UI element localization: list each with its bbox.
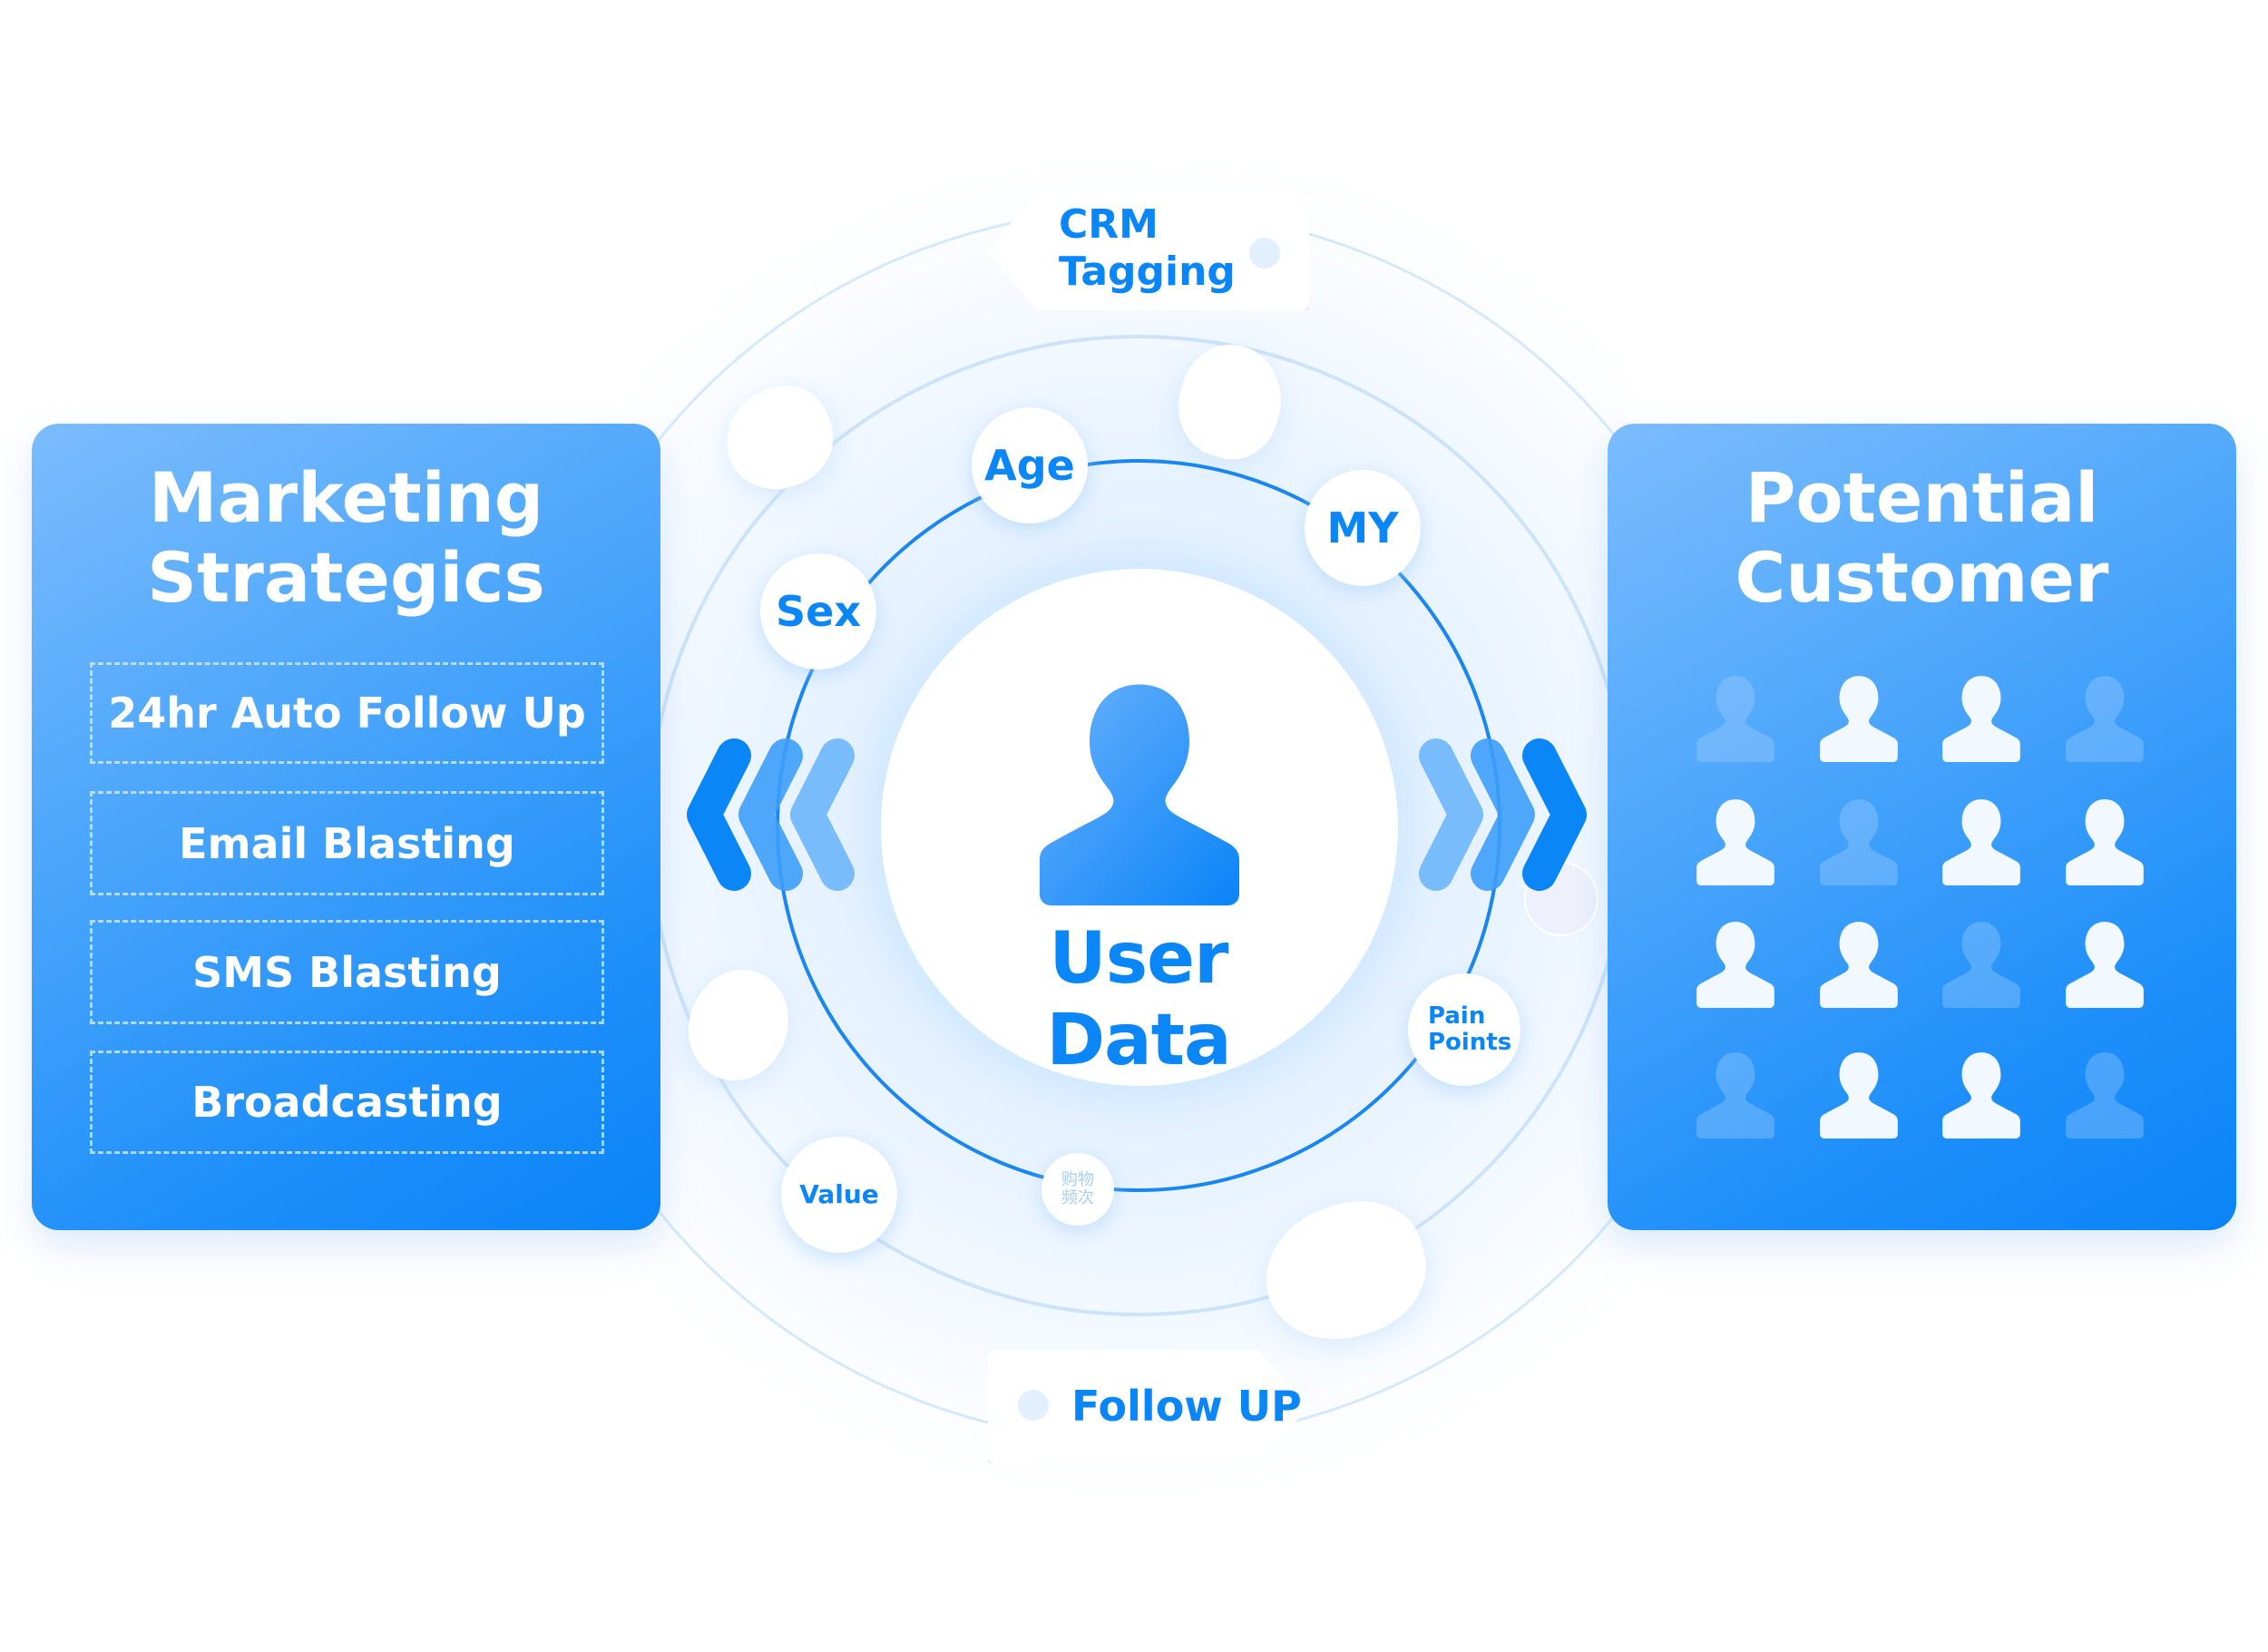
crm-tag-line2: Tagging	[1059, 249, 1236, 295]
marketing-strategics-panel	[32, 424, 660, 1230]
title-line-2: Customer	[1735, 537, 2109, 618]
bubble-my-label: MY	[1326, 503, 1399, 552]
user-data-label: User Data	[1046, 918, 1231, 1081]
chevrons-right-icon	[1419, 738, 1587, 891]
strategy-item-auto-follow-up[interactable]: 24hr Auto Follow Up	[90, 662, 604, 764]
person-icon-faded	[1696, 676, 1774, 762]
bubble-value: Value	[781, 1137, 897, 1253]
person-icon	[1696, 799, 1774, 885]
potential-customer-panel	[1608, 424, 2236, 1230]
person-icon-faded	[2066, 1052, 2144, 1139]
strategy-item-label: SMS Blasting	[192, 947, 502, 997]
bubble-shopping-label-1: 购物	[1061, 1170, 1094, 1190]
person-icon-faded	[1696, 1052, 1774, 1139]
person-icon	[2066, 922, 2144, 1008]
bubble-sex-label: Sex	[776, 586, 861, 636]
crm-tagging-label: CRM Tagging	[1059, 201, 1236, 296]
person-icon-faded	[1942, 922, 2020, 1008]
marketing-strategics-title: Marketing Strategics	[32, 458, 660, 618]
title-line-2: Strategics	[147, 537, 545, 618]
person-icon	[1820, 1052, 1898, 1139]
person-icon-faded	[2066, 676, 2144, 762]
person-icon	[1696, 922, 1774, 1008]
person-icon-faded	[1820, 799, 1898, 885]
person-icon	[1942, 1052, 2020, 1139]
bubble-my: MY	[1305, 470, 1421, 586]
person-icon	[1942, 799, 2020, 885]
strategy-item-label: Email Blasting	[179, 818, 515, 868]
bubble-shopping-frequency: 购物 频次	[1041, 1153, 1114, 1226]
bubble-pain-label-2: Points	[1428, 1029, 1512, 1056]
strategy-item-label: 24hr Auto Follow Up	[108, 689, 586, 738]
user-icon	[1039, 684, 1240, 906]
bubble-age: Age	[972, 407, 1088, 523]
strategy-item-sms-blasting[interactable]: SMS Blasting	[90, 920, 604, 1024]
chevrons-left-icon	[687, 738, 855, 891]
bubble-pain-points: Pain Points	[1408, 973, 1520, 1086]
potential-customer-title: Potential Customer	[1608, 458, 2236, 618]
strategy-item-broadcasting[interactable]: Broadcasting	[90, 1051, 604, 1154]
person-icon	[1820, 676, 1898, 762]
person-icon	[1942, 676, 2020, 762]
title-line-1: Potential	[1745, 457, 2099, 538]
tag-hole-icon	[1018, 1390, 1049, 1421]
strategy-item-email-blasting[interactable]: Email Blasting	[90, 791, 604, 895]
follow-up-label: Follow UP	[1071, 1382, 1302, 1431]
bubble-pain-label-1: Pain	[1428, 1002, 1486, 1031]
person-icon	[1820, 922, 1898, 1008]
bubble-age-label: Age	[984, 440, 1075, 490]
title-line-1: Marketing	[148, 457, 544, 538]
crm-tag-line1: CRM	[1059, 201, 1158, 248]
bubble-sex: Sex	[760, 553, 876, 670]
person-icon	[2066, 799, 2144, 885]
tag-hole-icon	[1249, 238, 1280, 269]
bubble-shopping-label-2: 频次	[1061, 1188, 1094, 1207]
bubble-value-label: Value	[799, 1178, 879, 1209]
strategy-item-label: Broadcasting	[191, 1078, 503, 1127]
